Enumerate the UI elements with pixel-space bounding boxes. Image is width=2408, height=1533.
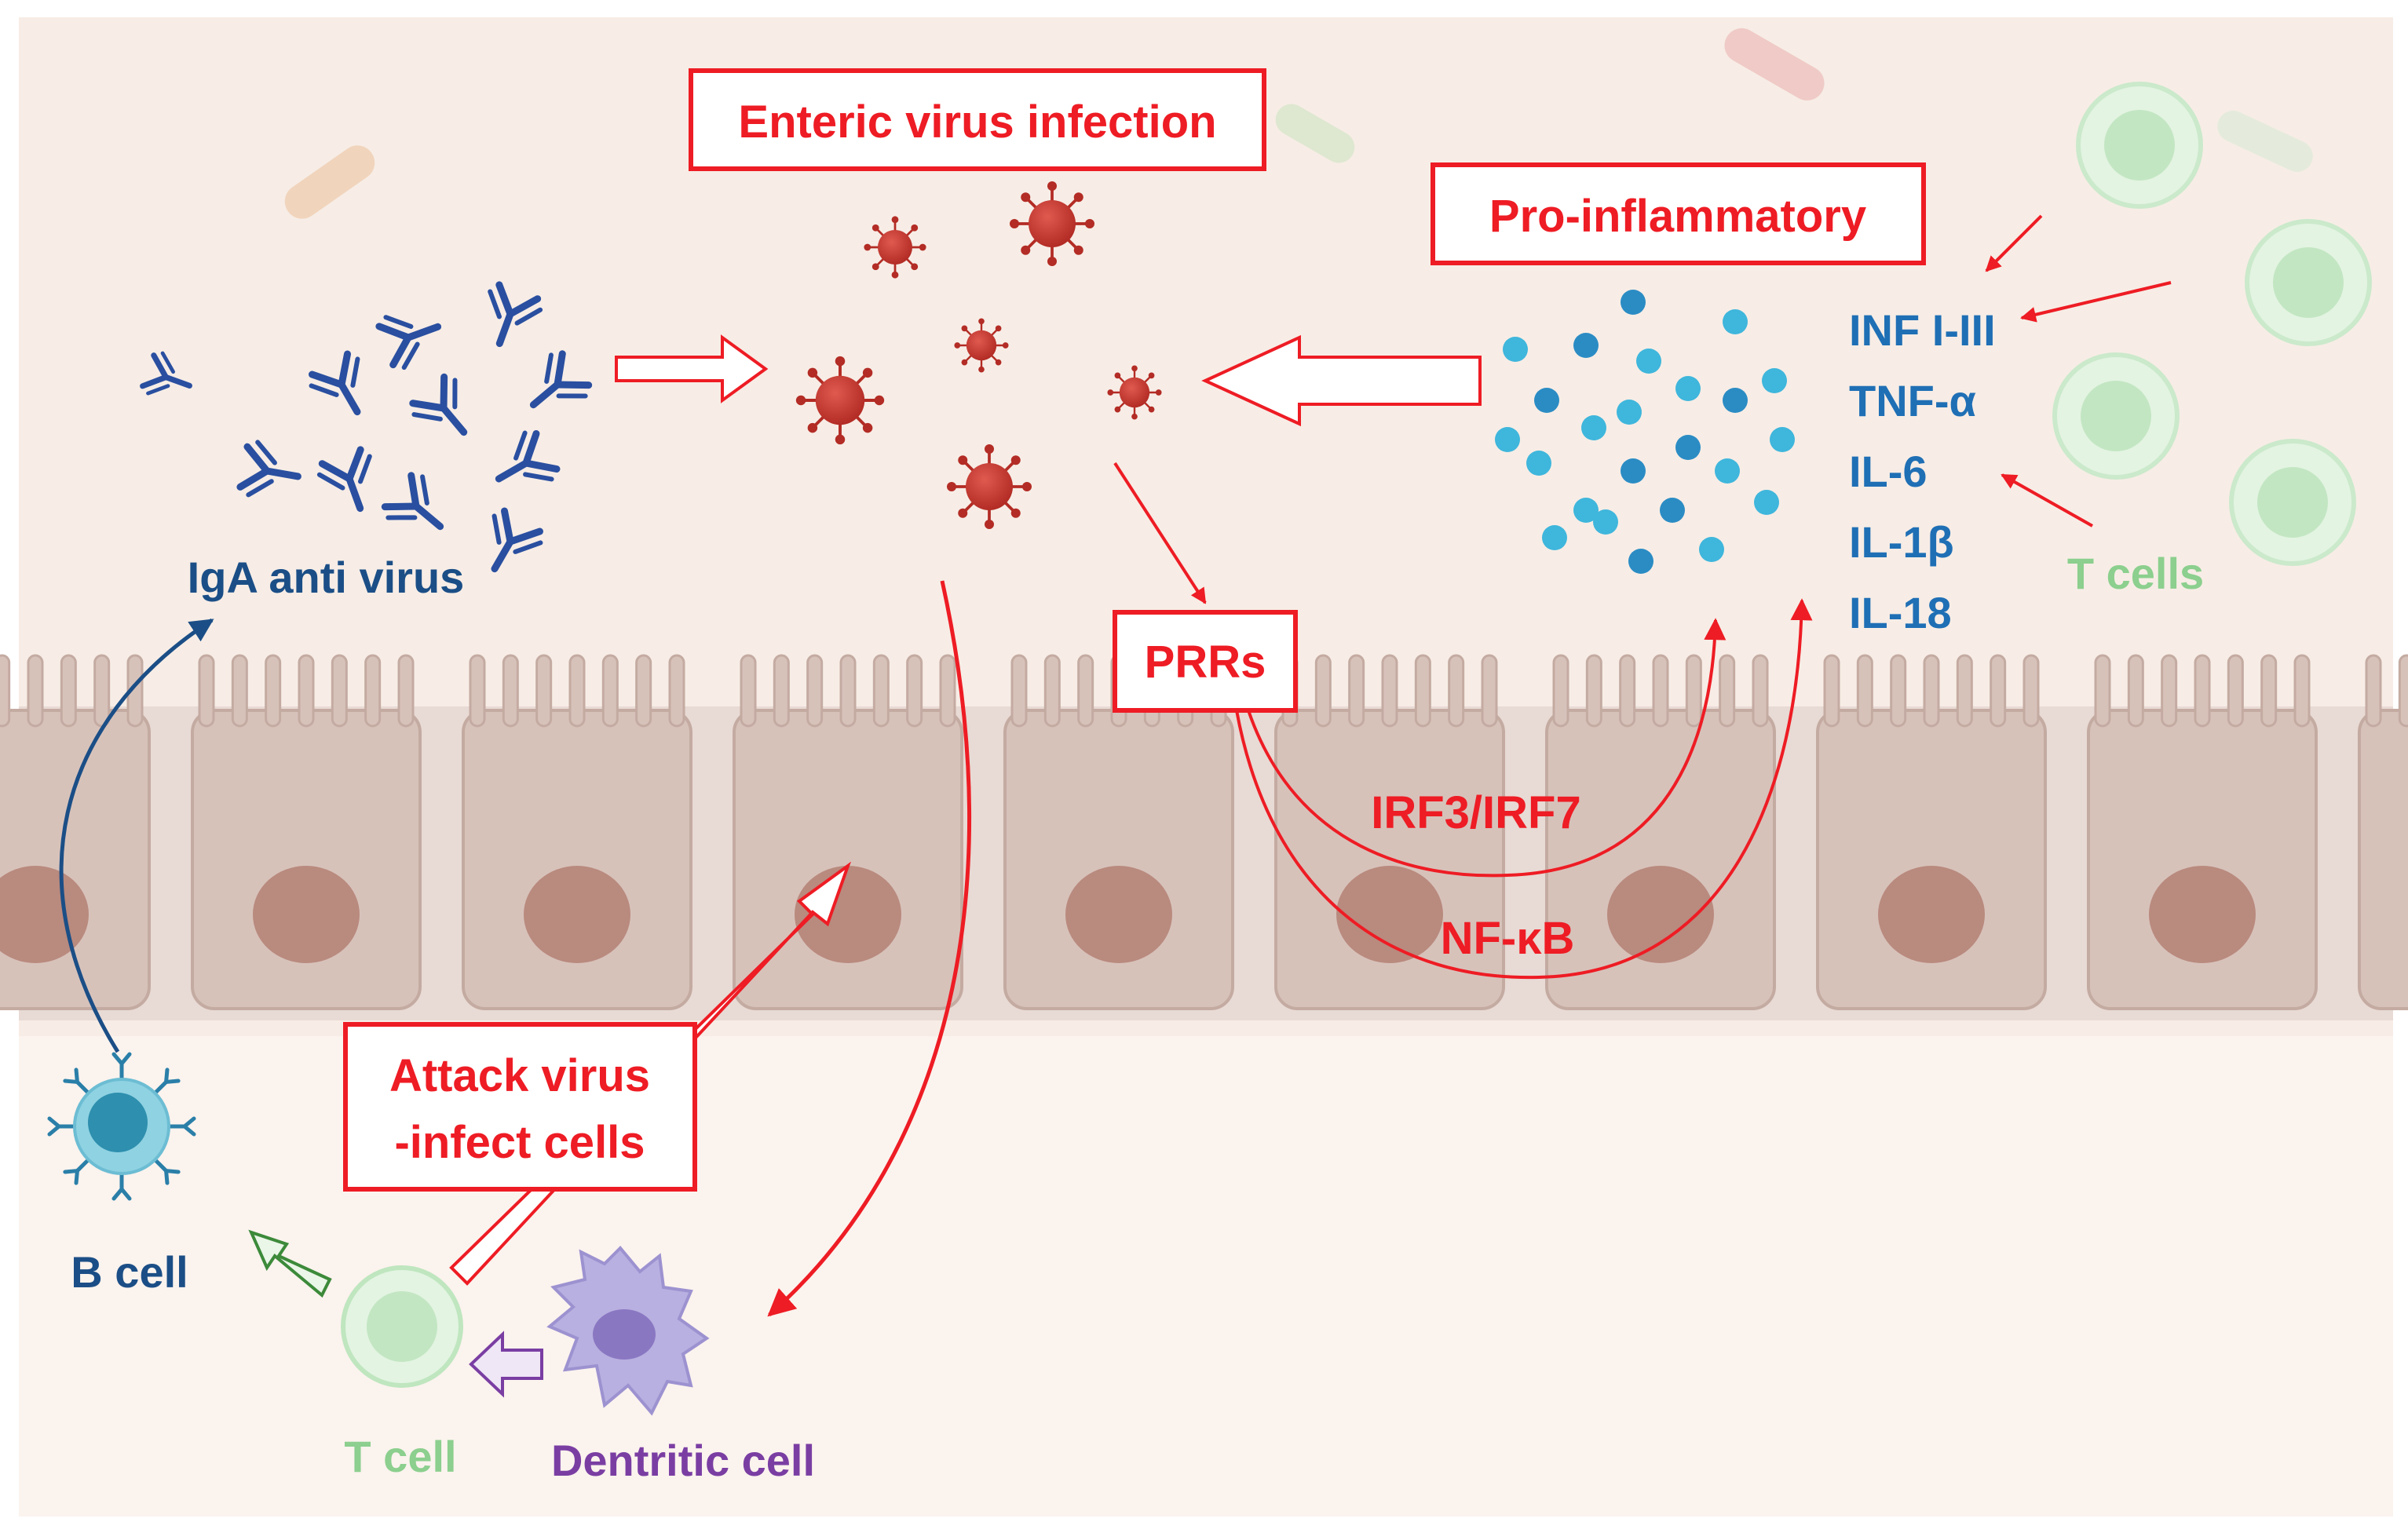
cytokine-dot bbox=[1762, 368, 1787, 393]
cytokine-dot bbox=[1754, 490, 1779, 515]
enteric-virus-infection-label: Enteric virus infection bbox=[738, 97, 1216, 148]
nucleus bbox=[253, 866, 360, 963]
cytokine-label: INF I-III bbox=[1849, 305, 1996, 355]
cytokine-dot bbox=[1660, 498, 1685, 523]
epithelial-cell bbox=[2087, 654, 2318, 1010]
arrow-tcell-to-cytokine-3 bbox=[2001, 473, 2093, 527]
cytokine-dot bbox=[1495, 427, 1520, 452]
cytokine-label: TNF-α bbox=[1849, 376, 1976, 425]
attack-label-line2: -infect cells bbox=[394, 1117, 645, 1168]
cytokine-dot bbox=[1715, 458, 1740, 484]
cytokine-dot bbox=[1675, 435, 1701, 460]
cytokine-label: IL-18 bbox=[1849, 588, 1952, 637]
label-box-pro-inflammatory bbox=[1431, 162, 1926, 265]
b-cell-label: B cell bbox=[71, 1247, 188, 1297]
hollow-arrow-cytokine-to-virus bbox=[1201, 334, 1482, 427]
arrow-virus-to-dendritic bbox=[767, 580, 971, 1317]
dendritic-cell-label: Dentritic cell bbox=[551, 1436, 815, 1485]
green-arrow-tcell-to-bcell bbox=[248, 1229, 332, 1298]
nucleus bbox=[1878, 866, 1985, 963]
arrow-virus-to-prrs bbox=[1113, 462, 1207, 604]
epithelial-cell bbox=[1003, 654, 1234, 1010]
arrow-irf3-irf7 bbox=[1247, 618, 1727, 878]
arrow-bcell-to-iga bbox=[59, 618, 214, 1053]
iga-anti-virus-label: IgA anti virus bbox=[188, 553, 465, 602]
t-cell-label: T cell bbox=[344, 1432, 456, 1481]
label-box-enteric bbox=[689, 68, 1266, 171]
cytokine-label: IL-1β bbox=[1849, 517, 1954, 567]
epithelial-cell bbox=[191, 654, 422, 1010]
nucleus bbox=[1336, 866, 1443, 963]
hollow-arrow-iga-to-virus bbox=[615, 334, 769, 403]
nucleus bbox=[0, 866, 89, 963]
cytokine-dot bbox=[1723, 388, 1748, 413]
cytokine-dot bbox=[1503, 337, 1528, 362]
cytokine-label: IL-6 bbox=[1849, 447, 1927, 496]
arrow-tcell-to-cytokine-2 bbox=[2020, 281, 2172, 323]
attack-label-line1: Attack virus bbox=[389, 1050, 650, 1101]
nucleus bbox=[524, 866, 630, 963]
epithelial-cell bbox=[1816, 654, 2047, 1010]
cytokine-dot bbox=[1593, 509, 1618, 535]
cytokine-dot bbox=[1581, 415, 1606, 440]
cytokine-dot bbox=[1534, 388, 1559, 413]
t-cell bbox=[341, 1265, 463, 1388]
pro-inflammatory-label: Pro-inflammatory bbox=[1489, 191, 1866, 242]
epithelial-cell bbox=[0, 654, 151, 1010]
t-cell-circle bbox=[2076, 82, 2203, 209]
nucleus bbox=[1065, 866, 1172, 963]
cytokine-dot bbox=[1770, 427, 1795, 452]
arrow-nf-kb bbox=[1235, 598, 1813, 980]
cytokine-dot bbox=[1675, 376, 1701, 401]
epithelial-cell bbox=[462, 654, 692, 1010]
label-box-prrs bbox=[1113, 610, 1298, 713]
cytokine-dot bbox=[1621, 458, 1646, 484]
prrs-label: PRRs bbox=[1145, 637, 1266, 688]
nucleus bbox=[2149, 866, 2256, 963]
nf-kb-label: NF-κB bbox=[1441, 913, 1575, 964]
arrow-tcell-to-cytokine-1 bbox=[1985, 214, 2043, 272]
bacteria-background bbox=[284, 28, 2313, 219]
epithelial-cell bbox=[1545, 654, 1776, 1010]
irf3-irf7-label: IRF3/IRF7 bbox=[1371, 787, 1581, 838]
cytokine-dot bbox=[1621, 290, 1646, 315]
epithelial-cell bbox=[2358, 654, 2408, 1010]
t-cell-circle bbox=[2052, 352, 2180, 480]
dendritic-cell bbox=[546, 1246, 710, 1416]
cytokine-dot bbox=[1628, 549, 1653, 574]
cytokine-dot bbox=[1526, 451, 1551, 476]
cytokine-dot bbox=[1617, 400, 1642, 425]
cytokine-dot bbox=[1636, 349, 1661, 374]
purple-arrow-dendritic-to-tcell bbox=[469, 1330, 543, 1398]
cytokine-dot bbox=[1723, 309, 1748, 334]
t-cells-group bbox=[2052, 82, 2372, 566]
t-cell-circle bbox=[2229, 439, 2356, 566]
cytokine-dot bbox=[1573, 498, 1599, 523]
cytokine-dot bbox=[1573, 333, 1599, 358]
cytokine-dot bbox=[1699, 537, 1724, 562]
b-cell bbox=[49, 1054, 194, 1199]
label-box-attack bbox=[343, 1022, 697, 1192]
nucleus bbox=[1607, 866, 1714, 963]
t-cell-circle bbox=[2245, 219, 2372, 346]
cytokine-dots bbox=[1495, 290, 1795, 574]
cytokine-dot bbox=[1542, 525, 1567, 550]
t-cells-label: T cells bbox=[2067, 549, 2204, 598]
